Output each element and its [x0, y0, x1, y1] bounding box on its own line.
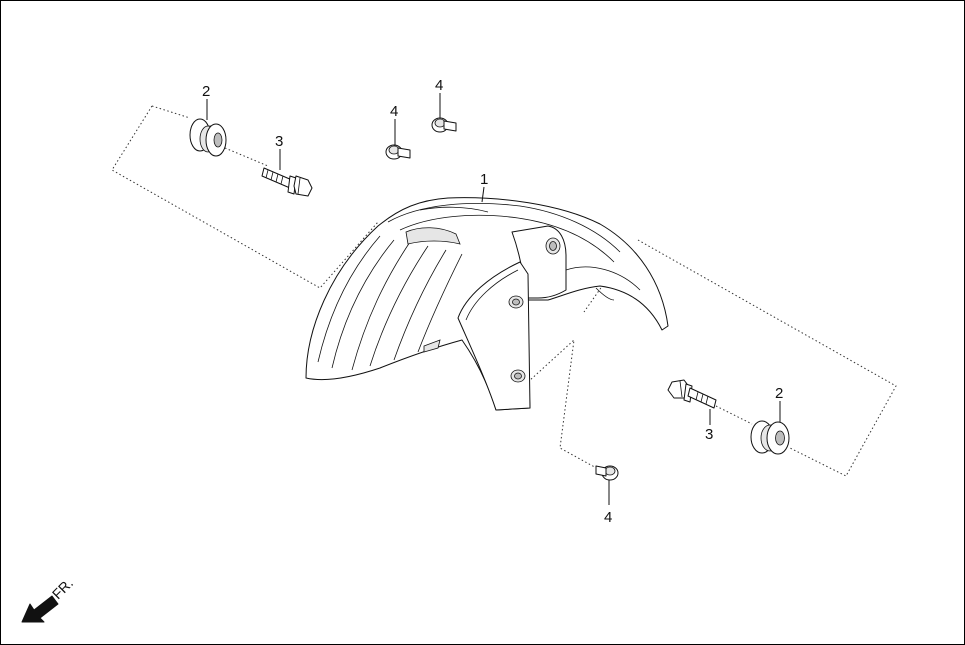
callout-bolt-left: 3 — [275, 133, 283, 150]
bolt-right — [667, 379, 717, 409]
front-direction-indicator: FR. — [21, 575, 76, 623]
guide-line-bottom — [527, 338, 601, 471]
callout-screw-top-right: 4 — [435, 77, 443, 94]
guide-line-right-outer — [637, 239, 897, 477]
guide-line-left-outer — [111, 105, 379, 289]
callout-fender: 1 — [480, 171, 488, 188]
screw-bottom — [595, 465, 619, 481]
screw-top-left — [385, 144, 411, 160]
callout-grommet-left: 2 — [202, 83, 210, 100]
leader-lines — [206, 93, 781, 505]
arrow-down-left-icon — [21, 595, 59, 623]
grommet-right — [750, 420, 790, 455]
callout-grommet-right: 2 — [775, 385, 783, 402]
bolt-left — [261, 167, 313, 197]
screw-top-right — [431, 117, 457, 133]
callout-screw-bottom: 4 — [604, 509, 612, 526]
guide-line-left-bolt — [224, 147, 269, 167]
guide-line-left-upper — [151, 105, 191, 119]
callout-screw-top-left: 4 — [390, 103, 398, 120]
front-fender — [305, 197, 669, 411]
guide-line-right-bolt — [715, 405, 753, 425]
grommet-left — [189, 118, 227, 157]
callout-bolt-right: 3 — [705, 426, 713, 443]
